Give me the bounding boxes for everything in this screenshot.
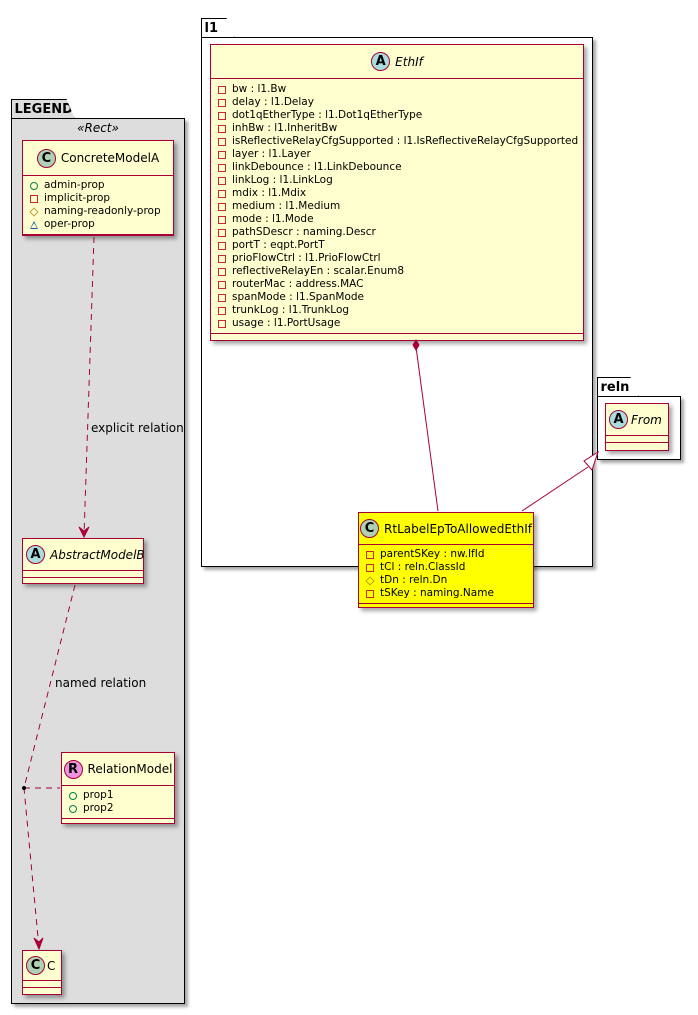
field-list: parentSKey : nw.IfId tCl : reln.ClassId … xyxy=(359,545,533,604)
class-name: C xyxy=(47,958,56,973)
field: delay : l1.Delay xyxy=(218,96,583,109)
private-visibility-icon xyxy=(218,319,226,328)
package-visibility-icon xyxy=(30,220,38,229)
class-c-badge-icon: C xyxy=(26,956,45,975)
named-relation-label: named relation xyxy=(55,676,147,690)
private-visibility-icon xyxy=(218,111,226,120)
private-visibility-icon xyxy=(218,202,226,211)
class-name: ConcreteModelA xyxy=(60,151,160,165)
private-visibility-icon xyxy=(218,176,226,185)
private-visibility-icon xyxy=(218,228,226,237)
field: medium : l1.Medium xyxy=(218,200,583,213)
field: bw : l1.Bw xyxy=(218,83,583,96)
method-list xyxy=(359,604,533,612)
field: mode : l1.Mode xyxy=(218,213,583,226)
explicit-relation-label: explicit relation xyxy=(91,421,184,435)
protected-visibility-icon xyxy=(29,206,39,217)
reln-package-tab: reln xyxy=(597,377,639,396)
field: layer : l1.Layer xyxy=(218,148,583,161)
private-visibility-icon xyxy=(218,150,226,159)
field: trunkLog : l1.TrunkLog xyxy=(218,304,583,317)
field: tDn : reln.Dn xyxy=(365,574,533,587)
field: usage : l1.PortUsage xyxy=(218,317,583,330)
l1-package-tab: l1 xyxy=(201,18,235,37)
private-visibility-icon xyxy=(218,137,226,146)
private-visibility-icon xyxy=(218,293,226,302)
field: routerMac : address.MAC xyxy=(218,278,583,291)
legend-stereotype: «Rect» xyxy=(77,121,119,135)
field-list xyxy=(606,436,668,443)
private-visibility-icon xyxy=(218,98,226,107)
relation-r-badge-icon: R xyxy=(63,759,83,779)
field: tCl : reln.ClassId xyxy=(366,561,533,574)
private-visibility-icon xyxy=(218,163,226,172)
method-list xyxy=(211,334,583,342)
private-visibility-icon xyxy=(218,124,226,133)
class-name: RtLabelEpToAllowedEthIf xyxy=(384,521,532,536)
private-visibility-icon xyxy=(218,215,226,224)
field-list: prop1 prop2 xyxy=(62,786,174,819)
class-abstract-model-b[interactable]: A AbstractModelB xyxy=(22,538,145,584)
class-name: RelationModel xyxy=(87,762,173,776)
method-list xyxy=(62,819,174,827)
field: mdix : l1.Mdix xyxy=(218,187,583,200)
class-concrete-model-a[interactable]: C ConcreteModelA admin-prop implicit-pro… xyxy=(22,140,174,236)
public-visibility-icon xyxy=(69,804,77,813)
private-visibility-icon xyxy=(218,280,226,289)
public-visibility-icon xyxy=(30,181,38,190)
field: parentSKey : nw.IfId xyxy=(366,548,533,561)
field: linkLog : l1.LinkLog xyxy=(218,174,583,187)
field: prop1 xyxy=(69,789,174,802)
field: admin-prop xyxy=(30,179,173,192)
class-rt-label-ep-to-allowed-ethif[interactable]: C RtLabelEpToAllowedEthIf parentSKey : n… xyxy=(358,512,534,608)
class-name: From xyxy=(631,412,662,427)
field: implicit-prop xyxy=(30,192,173,205)
field: portT : eqpt.PortT xyxy=(218,239,583,252)
abstract-a-badge-icon: A xyxy=(371,52,391,71)
field: spanMode : l1.SpanMode xyxy=(218,291,583,304)
private-visibility-icon xyxy=(218,254,226,263)
class-name: EthIf xyxy=(395,54,423,69)
class-relation-model[interactable]: R RelationModel prop1 prop2 xyxy=(61,752,175,824)
field: naming-readonly-prop xyxy=(29,205,173,218)
private-visibility-icon xyxy=(366,589,374,598)
field: dot1qEtherType : l1.Dot1qEtherType xyxy=(218,109,583,122)
field: pathSDescr : naming.Descr xyxy=(218,226,583,239)
public-visibility-icon xyxy=(69,791,77,800)
field: prioFlowCtrl : l1.PrioFlowCtrl xyxy=(218,252,583,265)
private-visibility-icon xyxy=(218,267,226,276)
field: reflectiveRelayEn : scalar.Enum8 xyxy=(218,265,583,278)
private-visibility-icon xyxy=(218,306,226,315)
field: linkDebounce : l1.LinkDebounce xyxy=(218,161,583,174)
method-list xyxy=(23,235,173,243)
private-visibility-icon xyxy=(366,550,374,559)
private-visibility-icon xyxy=(218,85,226,94)
class-name: AbstractModelB xyxy=(50,547,145,562)
field: prop2 xyxy=(69,802,174,815)
class-c-badge-icon: C xyxy=(36,148,56,168)
private-visibility-icon xyxy=(366,563,374,572)
class-from[interactable]: A From xyxy=(605,403,669,451)
field-list xyxy=(23,981,61,988)
abstract-a-badge-icon: A xyxy=(609,410,628,429)
private-visibility-icon xyxy=(30,194,38,203)
class-c-badge-icon: C xyxy=(360,519,380,538)
private-visibility-icon xyxy=(218,189,226,198)
field-list xyxy=(23,571,143,578)
abstract-a-badge-icon: A xyxy=(26,545,45,564)
field: inhBw : l1.InheritBw xyxy=(218,122,583,135)
legend-package-tab: LEGEND xyxy=(11,99,75,118)
protected-visibility-icon xyxy=(365,575,375,586)
field: isReflectiveRelayCfgSupported : l1.IsRef… xyxy=(218,135,583,148)
field-list: admin-prop implicit-prop naming-readonly… xyxy=(23,176,173,235)
field: tSKey : naming.Name xyxy=(366,587,533,600)
field: oper-prop xyxy=(30,218,173,231)
class-c[interactable]: C C xyxy=(22,950,62,995)
private-visibility-icon xyxy=(218,241,226,250)
